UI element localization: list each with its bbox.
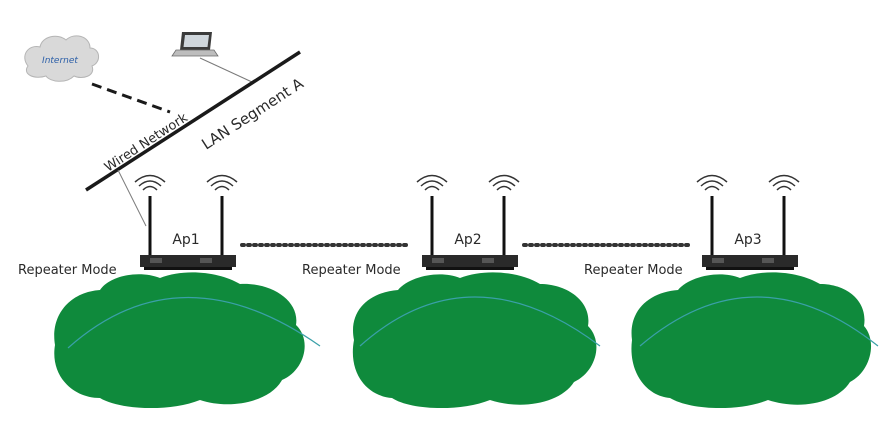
ap-mode-label: Repeater Mode (18, 263, 117, 278)
coverage-area (631, 272, 878, 408)
ap-name-label: Ap2 (454, 232, 481, 248)
ap1-uplink (118, 170, 146, 226)
ap-name-label: Ap3 (734, 232, 761, 248)
wifi-signal-icon (135, 176, 165, 191)
wifi-signal-icon (489, 176, 519, 191)
access-point-ap2: Ap2 Repeater Mode (302, 176, 600, 409)
ap-mode-label: Repeater Mode (584, 263, 683, 278)
internet-link (92, 84, 170, 112)
wifi-signal-icon (417, 176, 447, 191)
access-point-ap3: Ap3 Repeater Mode (584, 176, 878, 409)
internet-cloud: Internet (25, 36, 99, 81)
wifi-signal-icon (697, 176, 727, 191)
laptop-link (200, 58, 252, 82)
internet-label: Internet (42, 56, 78, 66)
ap-name-label: Ap1 (172, 232, 199, 248)
laptop-icon (172, 32, 218, 56)
coverage-area (353, 272, 600, 408)
access-point-ap1: Ap1 Repeater Mode (18, 176, 320, 409)
lan-segment-label: LAN Segment A (198, 74, 307, 153)
wifi-signal-icon (769, 176, 799, 191)
wired-network-label: Wired Network (102, 110, 191, 175)
ap-mode-label: Repeater Mode (302, 263, 401, 278)
wifi-signal-icon (207, 176, 237, 191)
coverage-area (54, 272, 320, 408)
